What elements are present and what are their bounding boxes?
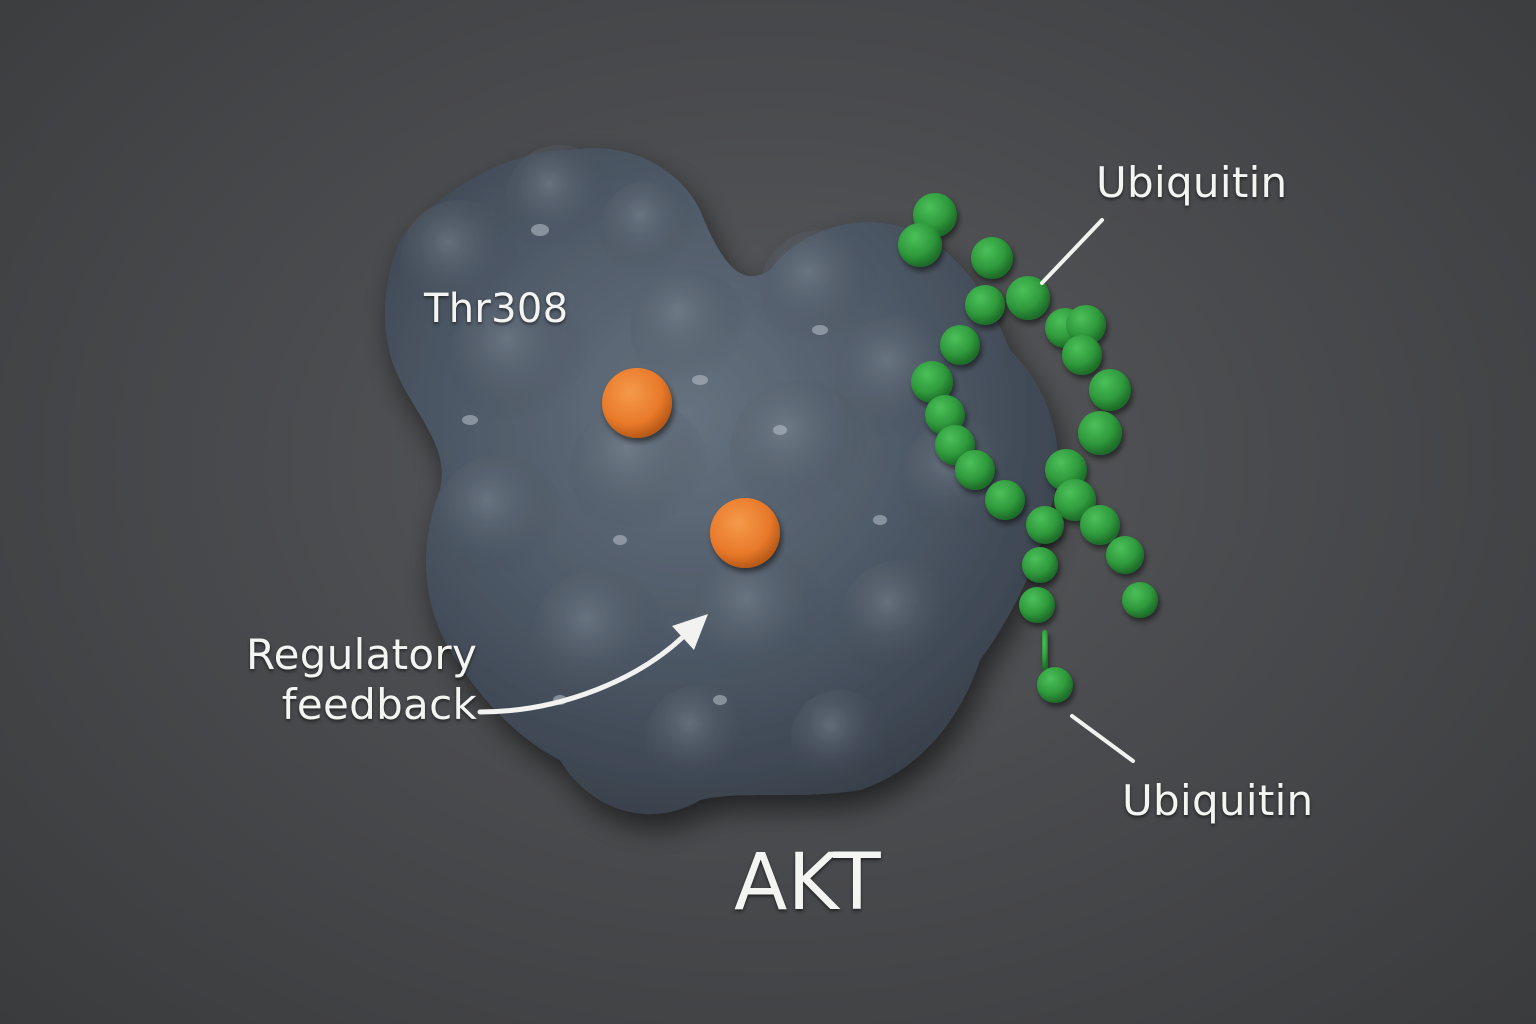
ubiquitin-bottom-label: Ubiquitin bbox=[1122, 776, 1314, 825]
regulatory-feedback-line1: Regulatory bbox=[246, 630, 478, 679]
regulatory-feedback-line2: feedback bbox=[281, 680, 478, 729]
phospho-site-thr308 bbox=[602, 368, 672, 438]
thr308-label: Thr308 bbox=[424, 286, 569, 332]
regulatory-feedback-label: Regulatory feedback bbox=[246, 630, 477, 730]
ubiquitin-chains bbox=[898, 193, 1158, 703]
akt-protein-surface bbox=[385, 145, 1058, 815]
regulatory-feedback-arrow bbox=[477, 614, 708, 715]
ubiquitin-top-label: Ubiquitin bbox=[1096, 158, 1288, 207]
ubiquitin-top-leader-line bbox=[1040, 218, 1104, 285]
phospho-site-2 bbox=[710, 498, 780, 568]
akt-title: AKT bbox=[734, 838, 881, 928]
ubiquitin-chain-left bbox=[911, 285, 1073, 703]
ubiquitin-chain-right bbox=[898, 193, 1158, 618]
ubiquitin-bottom-leader-line bbox=[1070, 714, 1135, 763]
